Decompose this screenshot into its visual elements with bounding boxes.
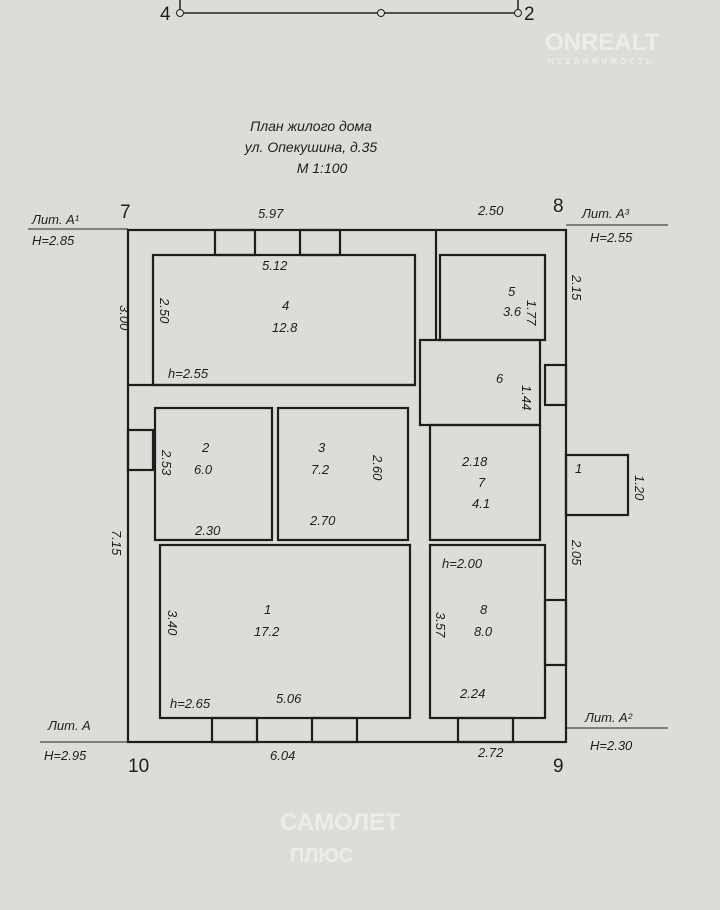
- plan-label: 1.77: [524, 300, 539, 326]
- site-boundary: 4 2: [160, 0, 535, 25]
- room-5: 53.6: [503, 284, 522, 319]
- plan-label: 7.2: [311, 462, 330, 477]
- plan-label: Лит. А²: [584, 710, 633, 725]
- room-3: 37.2: [311, 440, 330, 477]
- samolet-watermark: САМОЛЕТ ПЛЮС: [280, 809, 400, 867]
- plan-label: 2.05: [569, 539, 584, 566]
- plan-label: 8: [553, 196, 564, 217]
- plan-label: 2.72: [477, 745, 504, 760]
- room-1: 117.2: [254, 602, 280, 639]
- plan-label: 2.30: [194, 523, 221, 538]
- plan-label: Лит. А: [47, 718, 91, 733]
- room-4: 412.8: [272, 298, 298, 335]
- plan-label: 3.57: [433, 612, 448, 638]
- plan-title: План жилого дома ул. Опекушина, д.35 М 1…: [244, 118, 378, 176]
- plan-label: 8: [480, 602, 488, 617]
- plan-label: 2.15: [569, 274, 584, 301]
- plan-label: 6.04: [270, 748, 295, 763]
- plan-label: 3.40: [165, 610, 180, 636]
- plan-label: 1.20: [632, 475, 647, 501]
- plan-label: 4.1: [472, 496, 490, 511]
- plan-label: 5.12: [262, 258, 288, 273]
- plan-label: План жилого дома: [250, 118, 372, 134]
- plan-label: Н=2.85: [32, 233, 75, 248]
- room-6: 6: [496, 371, 504, 386]
- plan-label: САМОЛЕТ: [280, 809, 400, 836]
- plan-label: 9: [553, 756, 564, 777]
- plan-label: 7: [478, 475, 486, 490]
- plan-label: 12.8: [272, 320, 298, 335]
- plan-label: 2.50: [157, 297, 172, 324]
- plan-label: ПЛЮС: [290, 845, 353, 867]
- plan-label: 2.50: [477, 203, 504, 218]
- plan-label: Н=2.30: [590, 738, 633, 753]
- plan-label: h=2.65: [170, 696, 211, 711]
- plan-label: 2.70: [309, 513, 336, 528]
- room-2: 26.0: [194, 440, 213, 477]
- plan-label: НЕДВИЖИМОСТЬ: [548, 57, 654, 66]
- plan-label: 7.15: [109, 530, 124, 556]
- plan-label: М 1:100: [297, 160, 348, 176]
- plan-label: Н=2.95: [44, 748, 87, 763]
- plan-label: 2.60: [370, 454, 385, 481]
- plan-label: 5.06: [276, 691, 302, 706]
- plan-label: 3.6: [503, 304, 522, 319]
- plan-label: 4: [282, 298, 289, 313]
- plan-label: 7: [120, 202, 131, 223]
- plan-label: 10: [128, 756, 149, 777]
- plan-label: ул. Опекушина, д.35: [244, 139, 378, 155]
- plan-label: 5: [508, 284, 516, 299]
- plan-label: 3: [318, 440, 326, 455]
- room-8: 88.0: [474, 602, 493, 639]
- plan-label: Н=2.55: [590, 230, 633, 245]
- plan-label: 1.44: [519, 385, 534, 410]
- plan-label: 2.24: [459, 686, 485, 701]
- plan-label: Лит. А³: [581, 206, 630, 221]
- plan-label: 6.0: [194, 462, 213, 477]
- plan-label: h=2.00: [442, 556, 483, 571]
- plan-label: 3.00: [117, 305, 132, 331]
- site-point-2: 2: [524, 4, 535, 25]
- plan-label: Лит. А¹: [31, 212, 80, 227]
- corner-labels: 7 8 10 9 Лит. А¹ Н=2.85 Лит. А³ Н=2.55 Л…: [28, 196, 668, 777]
- plan-label: 1: [264, 602, 271, 617]
- onrealt-watermark: ONREALT НЕДВИЖИМОСТЬ: [545, 29, 660, 66]
- plan-label: 6: [496, 371, 504, 386]
- plan-label: 2.18: [461, 454, 488, 469]
- room-7: 74.1: [472, 475, 490, 511]
- plan-label: 2: [201, 440, 210, 455]
- site-point-4: 4: [160, 4, 171, 25]
- plan-label: ONREALT: [545, 29, 660, 56]
- room-labels: 412.8 53.6 6 26.0 37.2 74.1 117.2 88.0: [194, 284, 522, 639]
- plan-label: 1: [575, 461, 582, 476]
- dimension-labels: 5.97 2.50 5.12 3.00 2.50 1.77 2.15 h=2.5…: [109, 203, 647, 763]
- walls: [126, 228, 630, 744]
- plan-label: 5.97: [258, 206, 284, 221]
- plan-label: 2.53: [159, 449, 174, 476]
- plan-label: 17.2: [254, 624, 280, 639]
- plan-label: 8.0: [474, 624, 493, 639]
- plan-label: h=2.55: [168, 366, 209, 381]
